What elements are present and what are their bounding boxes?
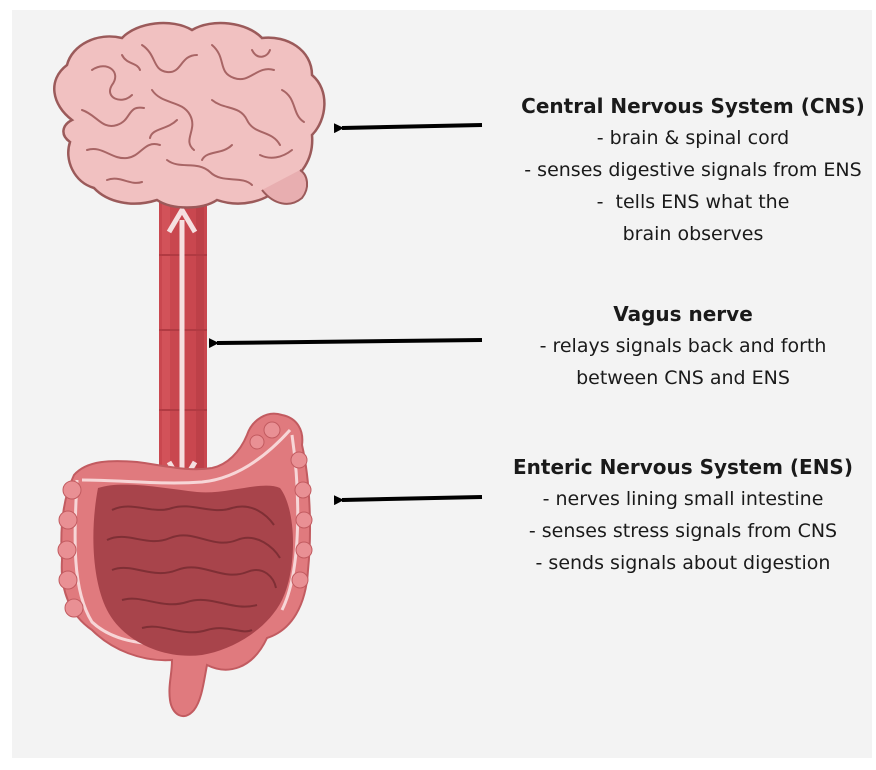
cns-line-3: - tells ENS what the xyxy=(508,186,876,218)
cns-line-1: - brain & spinal cord xyxy=(508,122,876,154)
vagus-line-2: between CNS and ENS xyxy=(508,362,858,394)
vagus-line-1: - relays signals back and forth xyxy=(508,330,858,362)
ens-line-3: - sends signals about digestion xyxy=(498,547,868,579)
pointer-arrow-ens xyxy=(342,497,482,500)
vagus-label: Vagus nerve - relays signals back and fo… xyxy=(508,298,858,394)
cns-label: Central Nervous System (CNS) - brain & s… xyxy=(508,90,876,250)
vagus-title: Vagus nerve xyxy=(508,298,858,330)
diagram-canvas: Central Nervous System (CNS) - brain & s… xyxy=(12,10,872,758)
ens-title: Enteric Nervous System (ENS) xyxy=(498,451,868,483)
pointer-arrow-cns xyxy=(342,125,482,128)
ens-label: Enteric Nervous System (ENS) - nerves li… xyxy=(498,451,868,579)
pointer-arrow-vagus xyxy=(217,340,482,343)
ens-line-1: - nerves lining small intestine xyxy=(498,483,868,515)
cns-line-2: - senses digestive signals from ENS xyxy=(508,154,876,186)
cns-line-4: brain observes xyxy=(508,218,876,250)
cns-title: Central Nervous System (CNS) xyxy=(508,90,876,122)
brain-illustration xyxy=(54,23,324,207)
ens-line-2: - senses stress signals from CNS xyxy=(498,515,868,547)
